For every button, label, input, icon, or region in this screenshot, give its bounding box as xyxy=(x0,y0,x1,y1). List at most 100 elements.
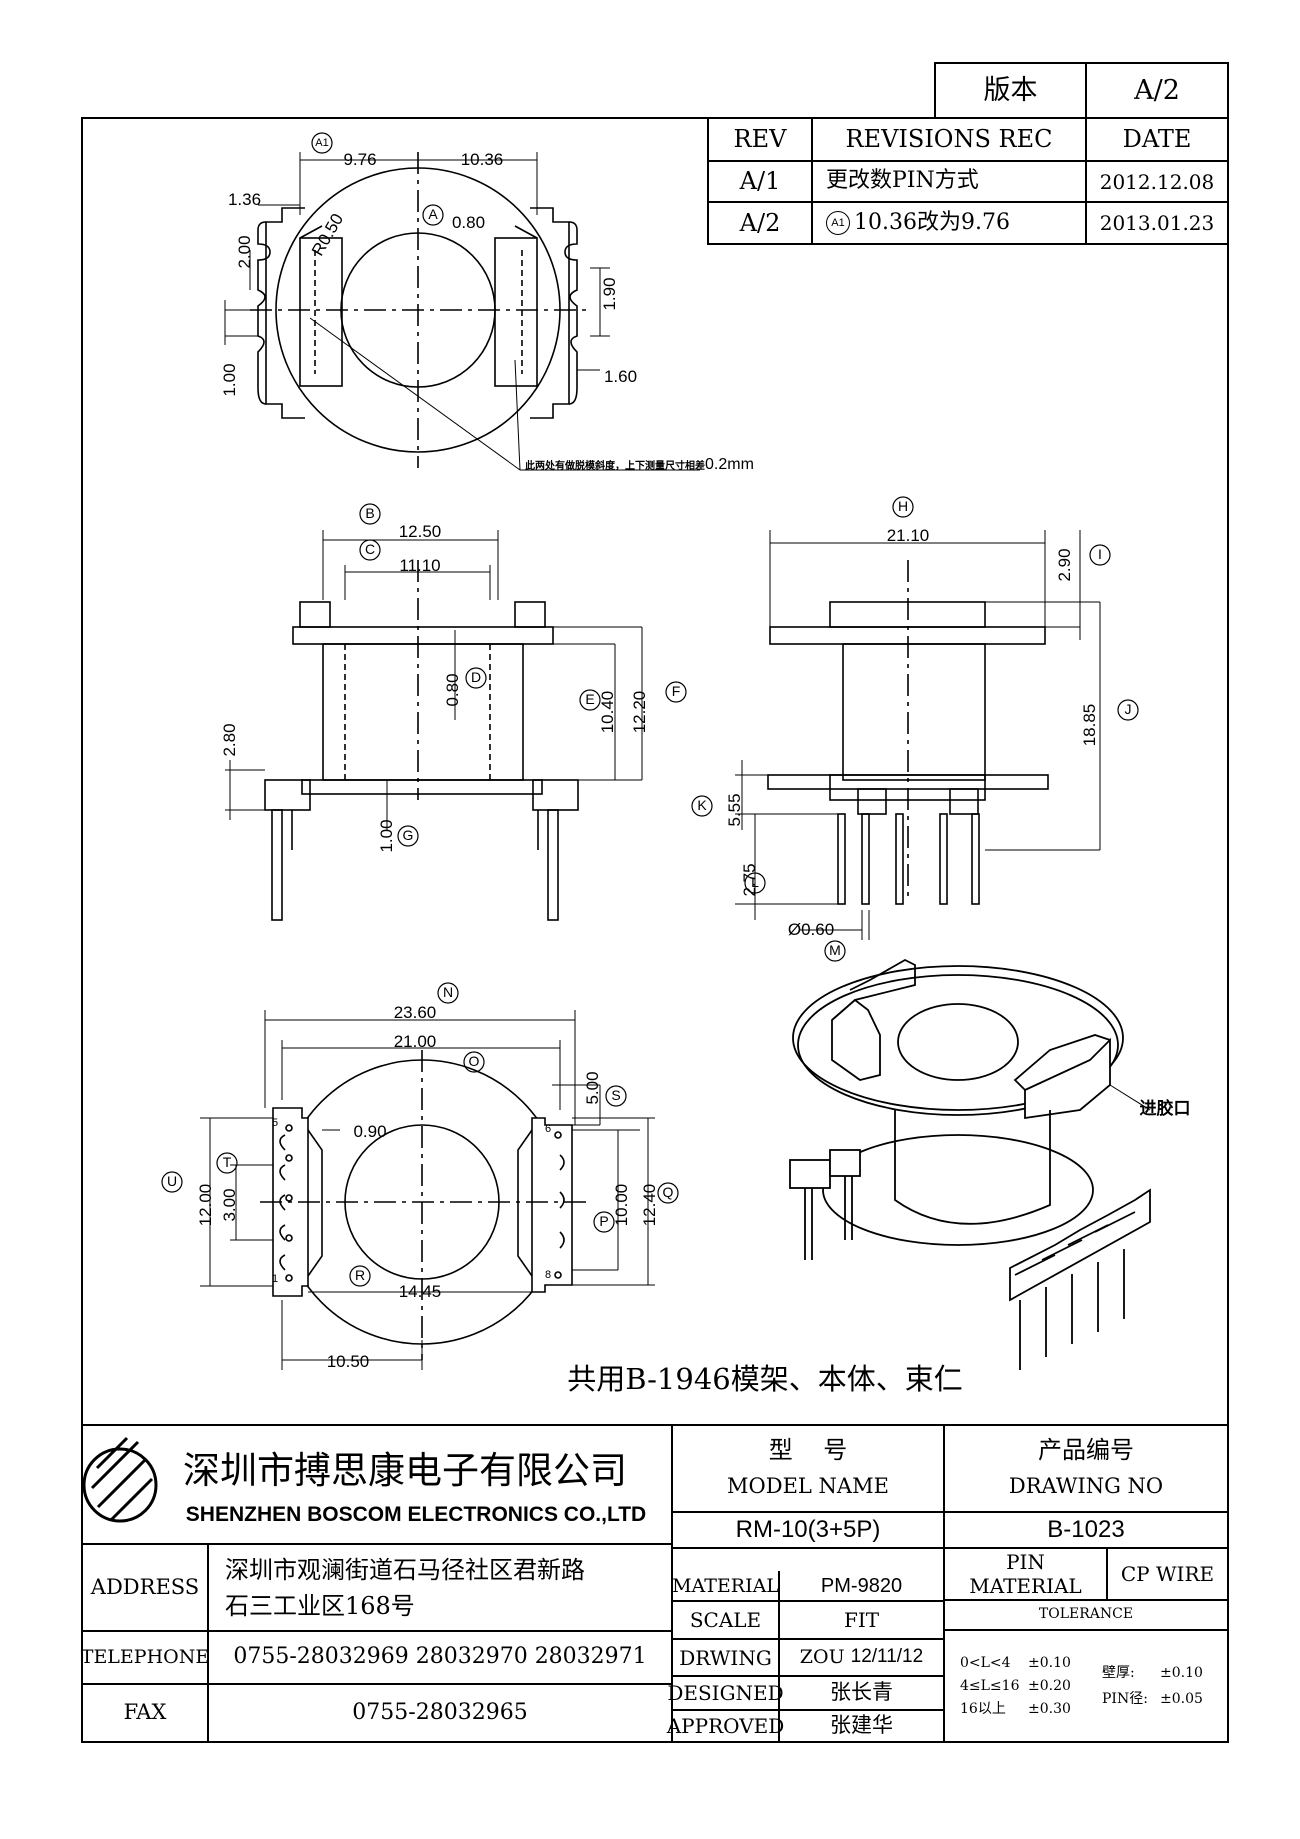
side-view xyxy=(691,496,1139,962)
front-mark-b: B xyxy=(365,505,375,522)
material-value: PM-9820 xyxy=(820,1575,903,1597)
top-dim-9-76: 9.76 xyxy=(343,149,377,169)
tol-r2-range: 4≤L≤16 xyxy=(960,1678,1020,1694)
bottom-mark-p: P xyxy=(599,1213,609,1230)
tol-pin-val: ±0.05 xyxy=(1160,1691,1203,1707)
top-mark-a1: A1 xyxy=(315,136,329,149)
front-dim-12-50: 12.50 xyxy=(398,521,442,541)
bottom-mark-q: Q xyxy=(662,1184,674,1201)
address-value: 深圳市观澜街道石马径社区君新路 石三工业区168号 xyxy=(225,1552,670,1624)
scale-value: FIT xyxy=(843,1608,880,1632)
tol-pin-label: PIN径: xyxy=(1102,1691,1148,1707)
front-dim-2-80: 2.80 xyxy=(219,723,239,757)
scale-label: SCALE xyxy=(689,1608,762,1632)
drawing-by: ZOU xyxy=(799,1646,845,1669)
revision-table xyxy=(707,117,1229,245)
model-name-cn: 型 号 xyxy=(768,1435,848,1464)
bottom-dim-10-50: 10.50 xyxy=(326,1351,370,1371)
pin-material-value: CP WIRE xyxy=(1120,1562,1215,1586)
bottom-dim-14-45: 14.45 xyxy=(398,1281,442,1301)
pin-material-label-line2: MATERIAL xyxy=(969,1574,1082,1598)
bottom-dim-3-00: 3.00 xyxy=(219,1188,239,1222)
pin-label-5: 5 xyxy=(271,1116,279,1129)
top-dim-1-00: 1.00 xyxy=(219,363,239,397)
front-view xyxy=(225,503,687,921)
front-dim-0-80: 0.80 xyxy=(442,673,462,707)
drawing-no-value: B-1023 xyxy=(1047,1515,1125,1543)
fax-label: FAX xyxy=(123,1700,167,1725)
side-mark-i: I xyxy=(1098,546,1102,563)
sheet-border xyxy=(81,117,1229,1743)
front-mark-d: D xyxy=(470,669,482,686)
pin-label-1: 1 xyxy=(271,1272,279,1285)
front-mark-c: C xyxy=(364,541,376,558)
company-name-cn: 深圳市搏思康电子有限公司 xyxy=(183,1448,627,1492)
drawing-date: 12/11/12 xyxy=(850,1646,924,1668)
telephone-value: 0755-28032969 28032970 28032971 xyxy=(233,1644,647,1670)
front-mark-f: F xyxy=(671,683,681,700)
drawing-label: DRWING xyxy=(679,1645,772,1670)
tol-r2-val: ±0.20 xyxy=(1028,1678,1071,1694)
top-dim-1-90: 1.90 xyxy=(599,277,619,311)
bottom-dim-12-40: 12.40 xyxy=(639,1183,659,1227)
front-dim-12-20: 12.20 xyxy=(629,690,649,734)
draft-angle-note-text: 此两处有做脱模斜度，上下测量尺寸相差 xyxy=(525,461,705,472)
side-dim-5-55: 5.55 xyxy=(724,793,744,827)
tol-r1-range: 0<L<4 xyxy=(960,1655,1011,1671)
side-mark-l: L xyxy=(751,874,759,891)
top-dim-0-80: 0.80 xyxy=(451,212,486,232)
tol-wall-label: 壁厚: xyxy=(1102,1665,1135,1681)
gate-label: 进胶口 xyxy=(1139,1098,1191,1119)
bottom-dim-0-90: 0.90 xyxy=(353,1121,387,1141)
version-label: 版本 xyxy=(983,74,1038,106)
front-dim-11-10: 11.10 xyxy=(399,555,441,575)
approved-label: APPROVED xyxy=(666,1714,785,1738)
side-mark-k: K xyxy=(697,797,707,814)
pin-material-label: PIN MATERIAL xyxy=(944,1550,1107,1598)
top-view xyxy=(224,132,700,471)
approved-value: 张建华 xyxy=(830,1713,893,1738)
fax-value: 0755-28032965 xyxy=(352,1699,528,1725)
tol-r3-range: 16以上 xyxy=(960,1701,1006,1717)
rev-date-header: DATE xyxy=(1122,125,1192,154)
rev-header: REV xyxy=(733,125,787,154)
drawing-value: ZOU 12/11/12 xyxy=(779,1639,944,1676)
side-mark-h: H xyxy=(897,498,909,515)
company-name-en: SHENZHEN BOSCOM ELECTRONICS CO.,LTD xyxy=(185,1503,647,1527)
bottom-dim-23-60: 23.60 xyxy=(393,1002,437,1022)
rev-row1-date: 2012.12.08 xyxy=(1099,169,1215,194)
side-dim-2-90: 2.90 xyxy=(1054,548,1074,582)
side-mark-m: M xyxy=(829,942,841,959)
bottom-mark-o: O xyxy=(468,1053,480,1070)
isometric-view xyxy=(789,958,1151,1370)
model-value: RM-10(3+5P) xyxy=(735,1515,881,1543)
draft-angle-note: 此两处有做脱模斜度，上下测量尺寸相差0.2mm xyxy=(525,456,754,474)
rev-row2-desc: A1 10.36改为9.76 xyxy=(812,202,1086,244)
shared-note: 共用B-1946模架、本体、束仁 xyxy=(567,1362,963,1397)
tol-r1-val: ±0.10 xyxy=(1028,1655,1071,1671)
company-logo xyxy=(82,1436,158,1523)
top-mark-a: A xyxy=(428,206,438,223)
top-dim-1-36: 1.36 xyxy=(227,189,262,209)
bottom-mark-t: T xyxy=(222,1154,232,1171)
drawing-no-en: DRAWING NO xyxy=(1008,1474,1164,1499)
bottom-dim-12-00: 12.00 xyxy=(195,1183,215,1227)
bottom-mark-r: R xyxy=(354,1267,366,1284)
rev-row1-rev: A/1 xyxy=(739,167,781,196)
side-dim-18-85: 18.85 xyxy=(1079,703,1099,747)
top-dim-1-60: 1.60 xyxy=(603,366,638,386)
address-line1: 深圳市观澜街道石马径社区君新路 xyxy=(225,1556,585,1584)
front-mark-e: E xyxy=(585,691,595,708)
drawing-no-cn: 产品编号 xyxy=(1038,1435,1134,1464)
address-label: ADDRESS xyxy=(90,1574,200,1599)
rev-rec-header: REVISIONS REC xyxy=(845,125,1053,154)
side-dim-0-60: Ø0.60 xyxy=(787,919,835,939)
tolerance-label: TOLERANCE xyxy=(1038,1606,1134,1623)
rev-row2-desc-text: 10.36改为9.76 xyxy=(854,209,1010,235)
address-line2: 石三工业区168号 xyxy=(225,1592,415,1620)
designed-value: 张长青 xyxy=(830,1680,893,1705)
rev-row2-mark: A1 xyxy=(826,211,850,235)
rev-row2-rev: A/2 xyxy=(739,208,781,237)
draft-angle-note-value: 0.2mm xyxy=(705,456,754,473)
